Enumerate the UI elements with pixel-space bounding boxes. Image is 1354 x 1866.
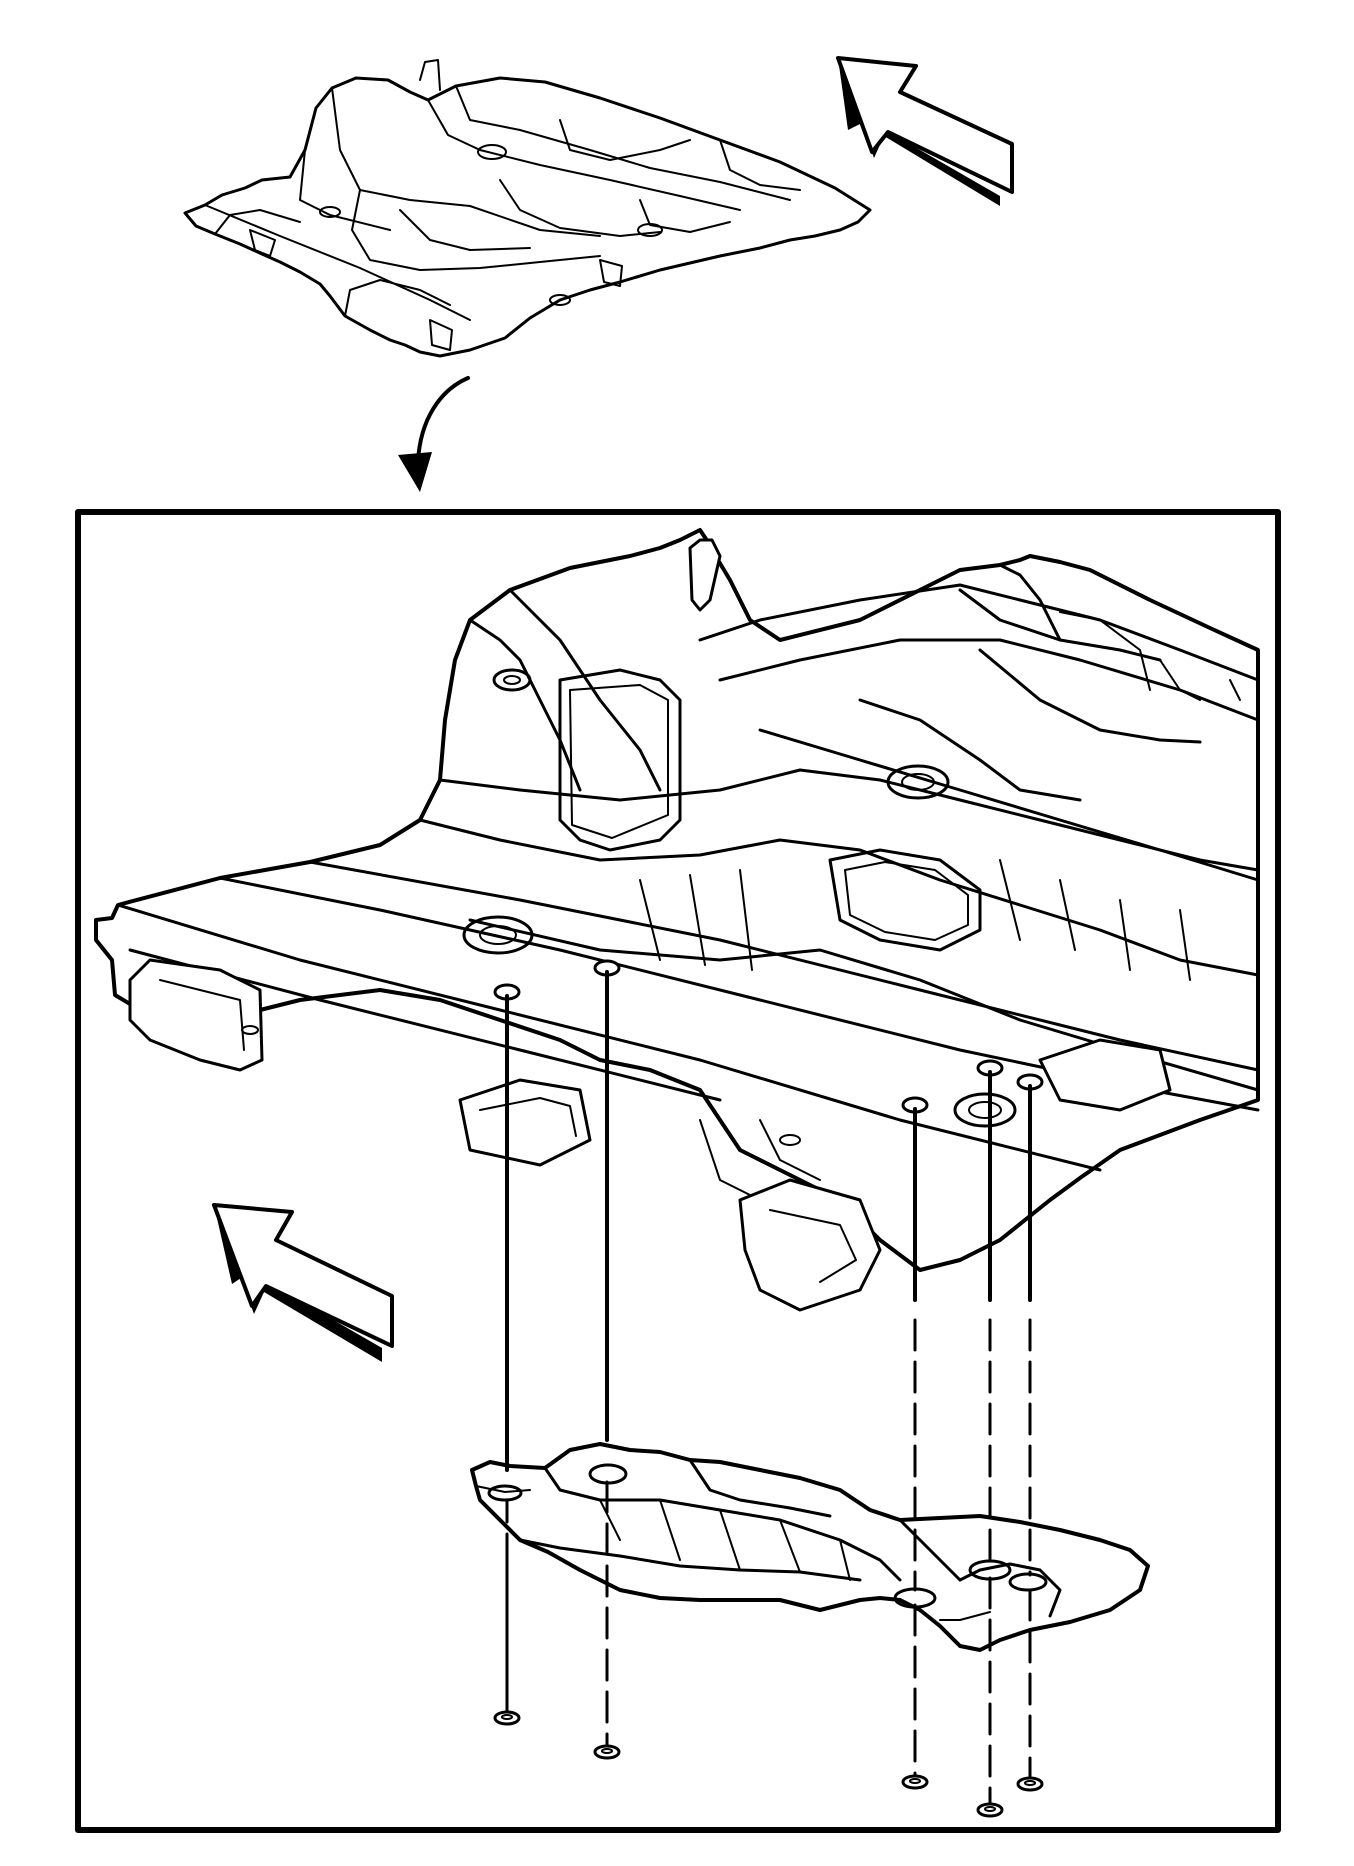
- callout-arrow: [398, 376, 470, 492]
- floor-pan-underbody: [94, 528, 1260, 1312]
- fastener-1: [493, 983, 521, 1726]
- fasteners: [493, 959, 1044, 1818]
- direction-arrow-top: [836, 56, 1014, 206]
- heat-shield: [470, 1442, 1150, 1652]
- fastener-4: [976, 1059, 1004, 1818]
- direction-arrow-left: [212, 1203, 394, 1362]
- fastener-2: [593, 959, 621, 1760]
- fastener-5: [1016, 1073, 1044, 1792]
- fastener-3: [901, 1096, 929, 1790]
- detail-frame: [75, 509, 1281, 1833]
- overview-floor-pan: [183, 59, 872, 358]
